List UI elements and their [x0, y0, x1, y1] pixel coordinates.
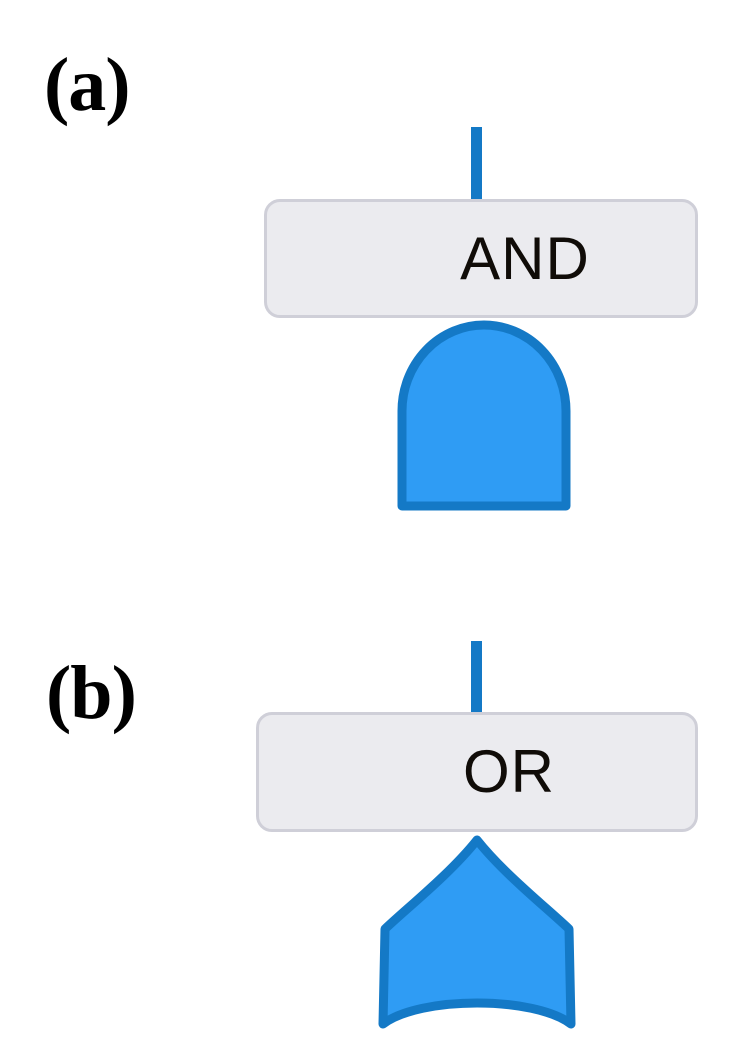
panel-label-b: (b)	[46, 651, 137, 735]
or-gate-body[interactable]	[375, 834, 579, 1034]
and-gate-body[interactable]	[396, 318, 572, 512]
or-gate-path	[378, 835, 576, 1029]
and-gate-shape-svg	[397, 320, 571, 511]
and-input-stub	[471, 127, 482, 202]
and-gate-path	[397, 320, 571, 511]
or-gate-shape-svg	[378, 835, 576, 1029]
or-input-stub	[471, 641, 482, 715]
and-gate-box[interactable]: AND	[264, 199, 698, 318]
or-gate-box[interactable]: OR	[256, 712, 698, 832]
or-gate-box-label: OR	[463, 738, 555, 805]
panel-label-a: (a)	[44, 43, 131, 127]
and-gate-box-label: AND	[460, 224, 590, 292]
